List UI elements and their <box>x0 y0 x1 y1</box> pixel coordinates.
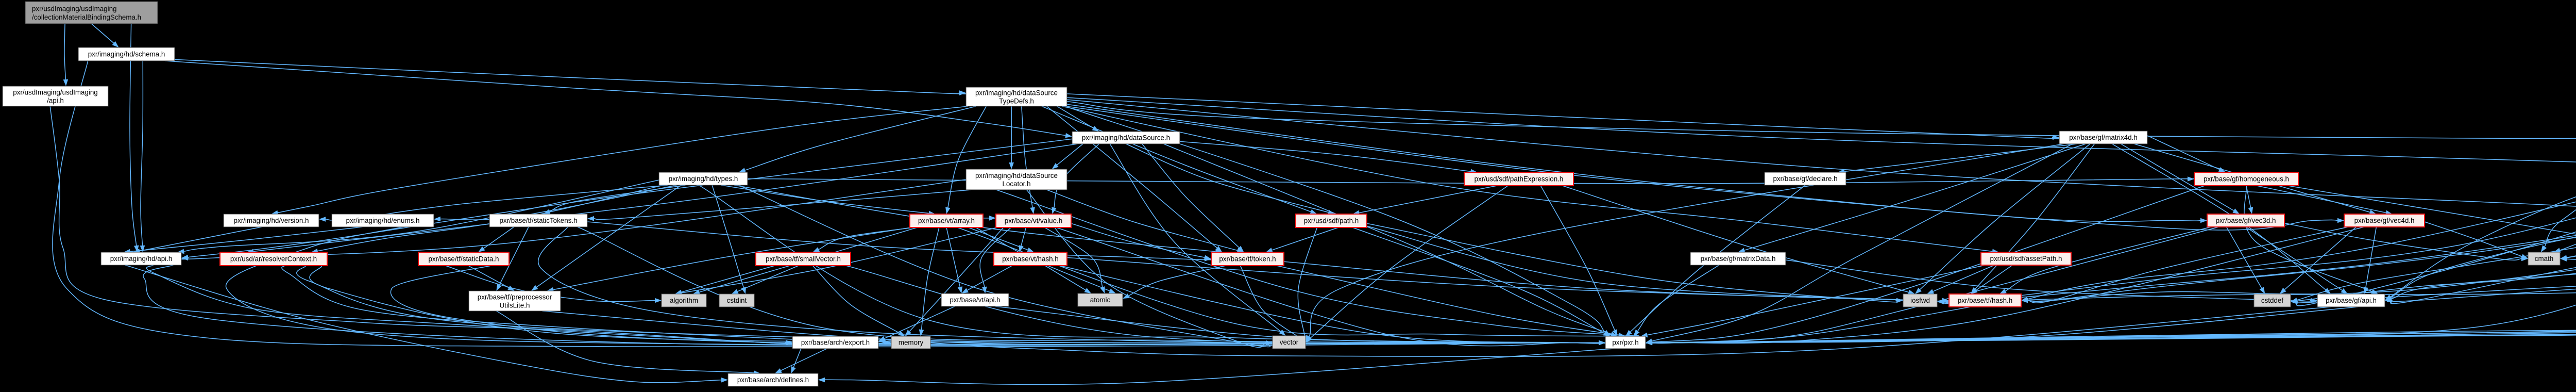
svg-text:iosfwd: iosfwd <box>1910 297 1930 304</box>
svg-text:Locator.h: Locator.h <box>1002 180 1030 188</box>
svg-text:pxr/base/vt/api.h: pxr/base/vt/api.h <box>950 296 1000 304</box>
svg-text:pxr/base/tf/preprocessor: pxr/base/tf/preprocessor <box>478 293 552 301</box>
svg-text:pxr/base/vt/array.h: pxr/base/vt/array.h <box>918 217 975 225</box>
svg-text:/api.h: /api.h <box>47 97 64 105</box>
svg-text:TypeDefs.h: TypeDefs.h <box>999 97 1034 105</box>
svg-text:pxr/imaging/hd/api.h: pxr/imaging/hd/api.h <box>110 255 173 263</box>
svg-text:pxr/base/tf/staticData.h: pxr/base/tf/staticData.h <box>429 255 499 263</box>
svg-text:pxr/imaging/hd/enums.h: pxr/imaging/hd/enums.h <box>346 217 420 224</box>
svg-text:pxr/base/arch/export.h: pxr/base/arch/export.h <box>801 339 870 347</box>
svg-text:pxr/base/gf/vec4d.h: pxr/base/gf/vec4d.h <box>2354 217 2415 224</box>
svg-text:pxr/base/gf/homogeneous.h: pxr/base/gf/homogeneous.h <box>2204 175 2289 183</box>
svg-text:pxr/usdImaging/usdImaging: pxr/usdImaging/usdImaging <box>32 5 117 13</box>
svg-text:pxr/pxr.h: pxr/pxr.h <box>1612 339 1638 347</box>
svg-text:pxr/base/tf/token.h: pxr/base/tf/token.h <box>1219 255 1276 263</box>
svg-text:pxr/base/gf/api.h: pxr/base/gf/api.h <box>2326 297 2377 304</box>
svg-text:atomic: atomic <box>1090 296 1111 304</box>
svg-text:UtilsLite.h: UtilsLite.h <box>500 302 530 309</box>
svg-text:memory: memory <box>899 339 924 347</box>
svg-text:pxr/base/gf/matrixData.h: pxr/base/gf/matrixData.h <box>1701 255 1776 263</box>
svg-text:pxr/base/tf/hash.h: pxr/base/tf/hash.h <box>1958 297 2012 304</box>
svg-text:pxr/base/gf/matrix4d.h: pxr/base/gf/matrix4d.h <box>2069 134 2137 141</box>
svg-text:pxr/base/vt/value.h: pxr/base/vt/value.h <box>1005 217 1062 225</box>
svg-text:pxr/usd/ar/resolverContext.h: pxr/usd/ar/resolverContext.h <box>230 255 317 263</box>
svg-text:pxr/base/tf/smallVector.h: pxr/base/tf/smallVector.h <box>766 255 841 263</box>
svg-text:pxr/usdImaging/usdImaging: pxr/usdImaging/usdImaging <box>13 89 98 96</box>
svg-text:/collectionMaterialBindingSche: /collectionMaterialBindingSchema.h <box>32 13 141 21</box>
svg-text:cstdint: cstdint <box>727 297 747 304</box>
svg-text:pxr/imaging/hd/version.h: pxr/imaging/hd/version.h <box>234 217 309 224</box>
svg-text:pxr/base/vt/hash.h: pxr/base/vt/hash.h <box>1002 255 1058 263</box>
svg-text:algorithm: algorithm <box>670 297 698 304</box>
svg-text:pxr/usd/sdf/assetPath.h: pxr/usd/sdf/assetPath.h <box>1990 255 2062 263</box>
svg-text:pxr/imaging/hd/dataSource.h: pxr/imaging/hd/dataSource.h <box>1082 134 1170 142</box>
svg-text:pxr/base/tf/staticTokens.h: pxr/base/tf/staticTokens.h <box>499 217 577 224</box>
svg-text:cmath: cmath <box>2535 255 2553 263</box>
svg-text:pxr/base/gf/declare.h: pxr/base/gf/declare.h <box>1773 175 1837 183</box>
svg-text:pxr/imaging/hd/schema.h: pxr/imaging/hd/schema.h <box>88 51 165 58</box>
svg-text:cstddef: cstddef <box>2261 297 2283 304</box>
svg-text:pxr/usd/sdf/path.h: pxr/usd/sdf/path.h <box>1304 217 1359 225</box>
svg-text:pxr/base/gf/vec3d.h: pxr/base/gf/vec3d.h <box>2216 217 2276 224</box>
svg-text:vector: vector <box>1280 338 1299 346</box>
svg-text:pxr/imaging/hd/types.h: pxr/imaging/hd/types.h <box>669 175 738 183</box>
svg-text:pxr/base/arch/defines.h: pxr/base/arch/defines.h <box>737 376 809 384</box>
svg-text:pxr/usd/sdf/pathExpression.h: pxr/usd/sdf/pathExpression.h <box>1475 175 1564 183</box>
svg-text:pxr/imaging/hd/dataSource: pxr/imaging/hd/dataSource <box>975 89 1058 97</box>
svg-text:pxr/imaging/hd/dataSource: pxr/imaging/hd/dataSource <box>975 172 1058 179</box>
